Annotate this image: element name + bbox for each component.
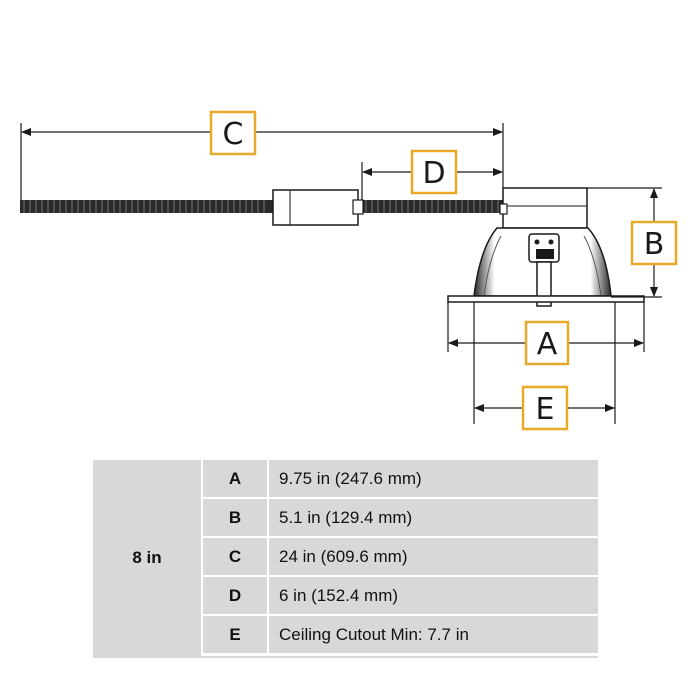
row-key: D [228,585,242,605]
trim-flange [447,295,645,303]
row-key: E [229,624,241,644]
cell-divider [267,538,269,575]
dimension-a-label: A [537,327,558,362]
table-row: E Ceiling Cutout Min: 7.7 in [203,616,598,653]
row-value: Ceiling Cutout Min: 7.7 in [279,624,469,644]
dimension-d: D [361,149,503,200]
dimension-b-label-box [630,220,678,266]
table-row: D 6 in (152.4 mm) [203,577,598,614]
dimension-c-label-box [209,110,257,156]
mounting-bracket [528,233,560,307]
cell-divider [267,460,269,497]
row-value: 24 in (609.6 mm) [279,546,408,566]
row-value: 6 in (152.4 mm) [279,585,399,605]
fixture-dimension-diagram: C D B A E [20,110,678,431]
row-value: 5.1 in (129.4 mm) [279,507,413,527]
cell-divider [267,577,269,614]
size-label: 8 in [93,460,201,656]
table-row: B 5.1 in (129.4 mm) [203,499,598,536]
dimension-d-label-box [410,149,458,195]
row-key: B [228,507,242,527]
dimension-b: B [587,187,678,298]
table-bottom-rule [93,656,598,658]
cell-divider [267,499,269,536]
dimension-b-label: B [644,227,665,262]
dimension-e-label: E [536,392,555,427]
dimension-c-label: C [223,117,244,152]
spec-table: 8 in A 9.75 in (247.6 mm) B 5.1 in (129.… [93,460,598,660]
conduit-cable [20,200,505,213]
dimension-e: E [473,302,616,431]
table-row: A 9.75 in (247.6 mm) [203,460,598,497]
table-row: C 24 in (609.6 mm) [203,538,598,575]
row-value: 9.75 in (247.6 mm) [279,468,422,488]
cell-divider [267,616,269,653]
dimension-e-label-box [521,385,569,431]
row-key: A [228,468,242,488]
driver-box [272,189,364,226]
dimension-a: A [447,302,645,366]
dimension-a-label-box [524,320,570,366]
junction-box [499,187,588,229]
dimension-c: C [20,110,504,200]
row-key: C [228,546,242,566]
dimension-d-label: D [422,156,445,191]
